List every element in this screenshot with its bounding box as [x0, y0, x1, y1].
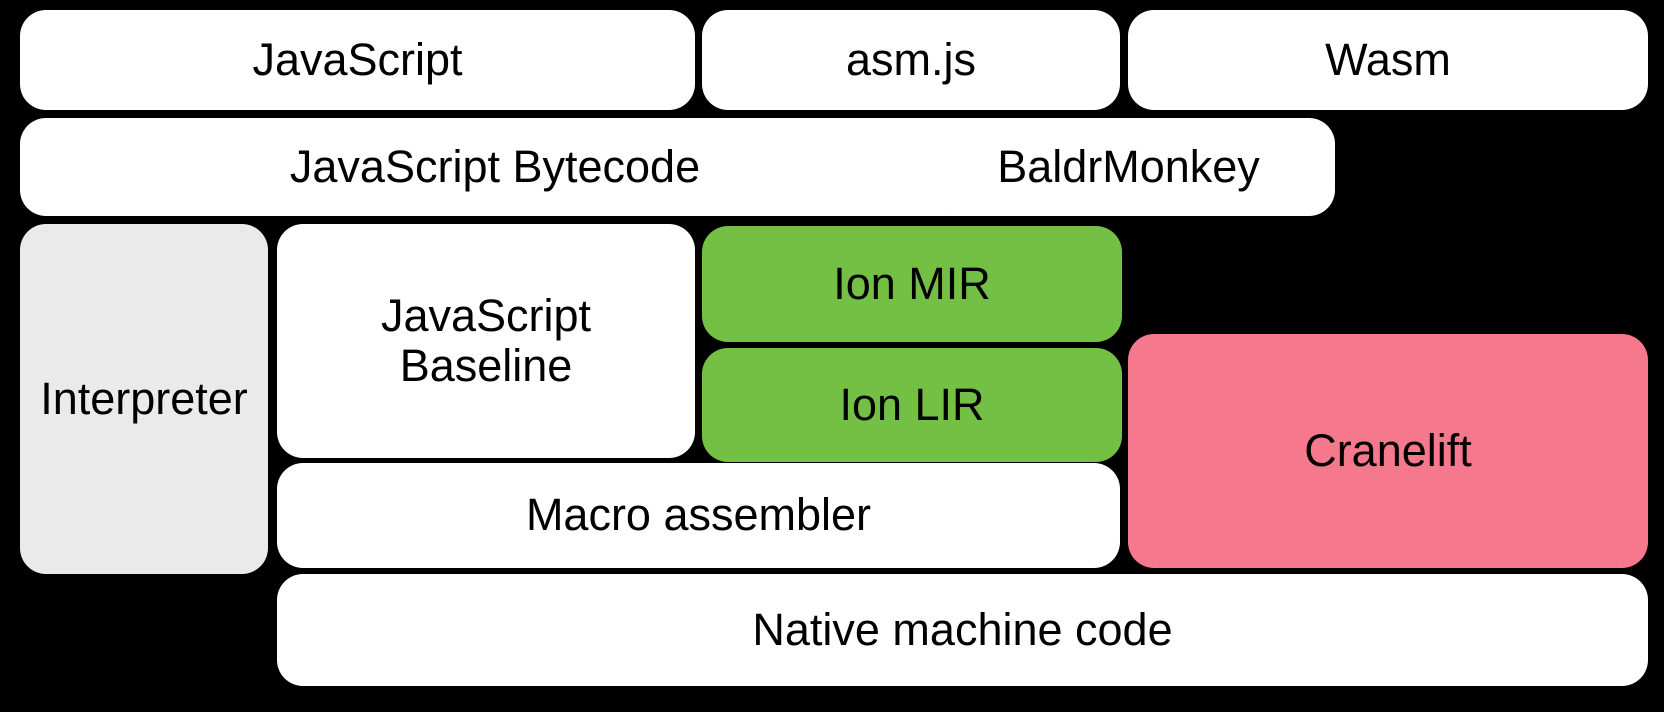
node-label-javascript: JavaScript	[252, 33, 463, 85]
node-label-wasm: Wasm	[1325, 33, 1451, 85]
node-native-machine-code: Native machine code	[277, 574, 1648, 686]
node-label-cranelift: Cranelift	[1304, 424, 1472, 476]
node-label-native-machine-code: Native machine code	[752, 603, 1173, 655]
node-cranelift: Cranelift	[1128, 334, 1648, 568]
node-label-macro-assembler: Macro assembler	[525, 489, 872, 541]
node-ion-mir: Ion MIR	[702, 226, 1122, 342]
node-label-asm-js: asm.js	[845, 33, 976, 85]
node-label-ion-lir: Ion LIR	[839, 378, 985, 430]
node-label-baldrmonkey: BaldrMonkey	[997, 140, 1260, 192]
node-javascript: JavaScript	[20, 10, 695, 110]
node-ion-lir: Ion LIR	[702, 348, 1122, 462]
node-label-javascript-bytecode: JavaScript Bytecode	[289, 140, 701, 192]
node-baldrmonkey: BaldrMonkey	[922, 118, 1335, 216]
node-label-ion-mir: Ion MIR	[833, 257, 991, 309]
node-javascript-baseline: JavaScript Baseline	[277, 224, 695, 458]
node-asm-js: asm.js	[702, 10, 1120, 110]
node-label-interpreter: Interpreter	[40, 372, 248, 424]
node-wasm: Wasm	[1128, 10, 1648, 110]
node-macro-assembler: Macro assembler	[277, 463, 1120, 568]
node-javascript-bytecode: JavaScript Bytecode	[20, 118, 970, 216]
node-label-javascript-baseline: JavaScript Baseline	[380, 289, 592, 391]
node-interpreter: Interpreter	[20, 224, 268, 574]
